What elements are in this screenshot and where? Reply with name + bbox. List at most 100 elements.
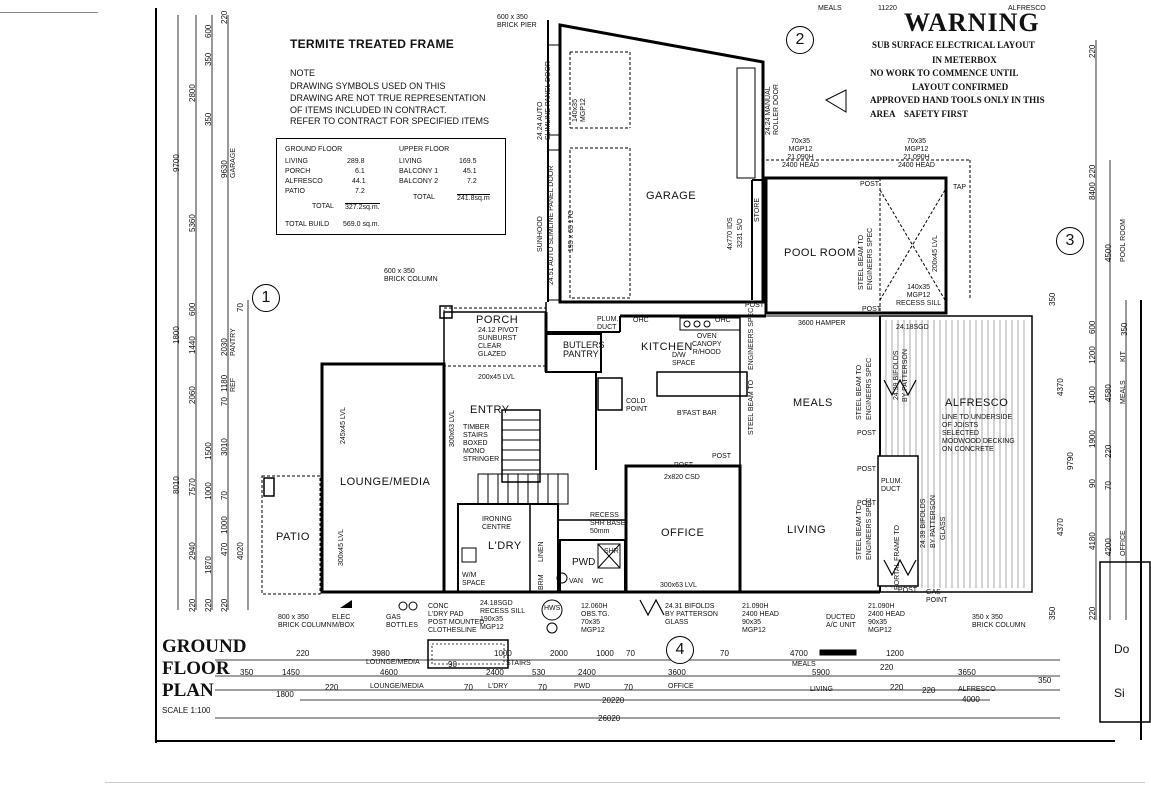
- dim-right-kit: KIT: [1120, 351, 1127, 362]
- dim-bottom-220-a: 220: [296, 649, 310, 658]
- dim-bottom-70-d: 70: [538, 683, 547, 692]
- warning-line-2: IN METERBOX: [932, 55, 997, 65]
- meals-steel-beam: STEEL BEAM TO: [856, 364, 863, 420]
- sunhood-label: SUNHOOD: [537, 216, 544, 252]
- upper-total-value: 241.8sq.m: [457, 194, 490, 202]
- plan-title-line-1: GROUND: [162, 636, 247, 657]
- dim-top-11220: 11220: [878, 5, 897, 12]
- vanity-label: VAN: [569, 578, 583, 585]
- upper-row-3-label: BALCONY 2: [399, 178, 439, 185]
- pool-steel-beam: STEEL BEAM TO: [858, 234, 865, 290]
- pool-steel-beam-spec: ENGINEERS SPEC: [867, 227, 874, 290]
- dim-right-4200: 4200: [1104, 538, 1113, 556]
- note-line-2: DRAWING ARE NOT TRUE REPRESENTATION: [290, 93, 486, 103]
- hws-label: HWS: [544, 605, 561, 612]
- warning-line-1: SUB SURFACE ELECTRICAL LAYOUT: [872, 40, 1035, 50]
- dim-bottom-4000: 4000: [962, 695, 980, 704]
- dim-bottom-meals: MEALS: [792, 661, 816, 668]
- ground-row-2-value: 6.1: [355, 168, 365, 175]
- dim-bottom-90: 90: [448, 660, 457, 669]
- sheet-border-right: [1140, 300, 1142, 740]
- dim-bottom-3980: 3980: [372, 649, 390, 658]
- dim-left-4020: 4020: [236, 542, 245, 560]
- bottom-obscure-glass: 12.060H OBS.TG. 70x35 MGP12: [581, 603, 610, 634]
- canopy-text: CANOPY: [692, 341, 722, 348]
- pivot-door-clear: CLEAR: [478, 343, 502, 350]
- dim-bottom-2400-b: 2400: [578, 668, 596, 677]
- dim-right-350-c: 350: [1120, 322, 1129, 336]
- dim-bottom-pwd: PWD: [574, 683, 591, 690]
- room-label-laundry: L'DRY: [488, 540, 522, 552]
- dim-right-4500: 4500: [1104, 244, 1113, 262]
- grid-marker-1: 1: [252, 284, 280, 312]
- brick-pier-text: BRICK PIER: [497, 22, 537, 29]
- timber-stairs-label: TIMBER STAIRS BOXED MONO STRINGER: [463, 424, 500, 463]
- dim-bottom-3650: 3650: [958, 668, 976, 677]
- room-label-living: LIVING: [787, 524, 827, 536]
- upper-row-1-value: 169.5: [459, 158, 477, 165]
- warning-line-3: NO WORK TO COMMENCE UNTIL: [870, 68, 1019, 78]
- dim-bottom-220-c: 220: [325, 683, 339, 692]
- post-label-2: POST: [745, 302, 765, 309]
- oven-label: OVEN CANOPY R/HOOD: [692, 333, 722, 357]
- dim-left-1180: 1180: [220, 374, 229, 392]
- kitchen-steel-beam-spec: ENGINEERS SPEC: [748, 307, 755, 370]
- alfresco-patterson-1: BY PATTERSON: [902, 349, 909, 402]
- dim-bottom-5900: 5900: [812, 668, 830, 677]
- dim-right-350-b: 350: [1048, 606, 1057, 620]
- pivot-door-sunburst: SUNBURST: [478, 335, 517, 342]
- dim-right-4180: 4180: [1088, 532, 1097, 550]
- wm-space-label: W/M SPACE: [462, 572, 486, 587]
- garage-door-label-1: 24.24 AUTO SLIMLINE PANEL DOOR: [537, 61, 552, 140]
- dim-right-90: 90: [1088, 479, 1097, 488]
- upper-total-label: TOTAL: [413, 194, 435, 201]
- room-label-lounge: LOUNGE/MEDIA: [340, 476, 431, 488]
- broom-label: BRM: [538, 574, 545, 590]
- brick-pier-size: 600 x 350: [497, 14, 528, 21]
- post-label-6: POST: [857, 430, 877, 437]
- dim-bottom-20220: 20220: [602, 696, 625, 705]
- bottom-sgd: 24.18SGD RECESS SILL 190x35 MGP12: [480, 600, 526, 631]
- dim-bottom-1000-b: 1000: [596, 649, 614, 658]
- dim-bottom-living: LIVING: [810, 686, 833, 693]
- dim-left-70-c: 70: [220, 491, 229, 500]
- dim-bottom-2000: 2000: [550, 649, 568, 658]
- dim-right-4370-b: 4370: [1056, 518, 1065, 536]
- recess-shower-label: RECESS SHR BASE 50mm: [590, 512, 626, 535]
- lintel-label-2: 70x35 MGP12 21.090H 2400 HEAD: [898, 138, 935, 170]
- dim-bottom-220-e: 220: [922, 686, 936, 695]
- dim-bottom-4600: 4600: [380, 668, 398, 677]
- dim-right-8400: 8400: [1088, 182, 1097, 200]
- dim-left-1440: 1440: [188, 336, 197, 354]
- room-label-garage: GARAGE: [646, 190, 697, 202]
- partial-title-do: Do: [1114, 642, 1130, 656]
- post-label-4: POST: [712, 453, 732, 460]
- dim-left-7570: 7570: [188, 478, 197, 496]
- dim-left-ref: REF: [230, 378, 237, 392]
- pool-lvl-label: 200x45 LVL: [932, 235, 939, 272]
- dim-top-meals: MEALS: [818, 5, 842, 12]
- dim-left-1000-a: 1000: [204, 482, 213, 500]
- dim-right-9790: 9790: [1066, 452, 1075, 470]
- dim-bottom-2400-a: 2400: [486, 668, 504, 677]
- post-label-8: POST: [857, 500, 877, 507]
- dim-left-2030: 2030: [220, 338, 229, 356]
- dim-left-220-b: 220: [204, 598, 213, 612]
- porch-brick-column-size: 600 x 350: [384, 268, 415, 275]
- dim-bottom-530: 530: [532, 668, 546, 677]
- pivot-door-glazed: GLAZED: [478, 351, 507, 358]
- dim-bottom-ldry: L'DRY: [488, 683, 508, 690]
- ids-so-label: 3231 S/O: [737, 218, 744, 248]
- ground-total-label: TOTAL: [312, 203, 334, 210]
- dim-right-4370-a: 4370: [1056, 378, 1065, 396]
- lintel-label-1: 70x35 MGP12 21.090H 2400 HEAD: [782, 138, 819, 170]
- pool-lintel-label: 140x35 MGP12 RECESS SILL: [896, 284, 941, 308]
- dim-bottom-4700: 4700: [790, 649, 808, 658]
- ground-row-3-value: 44.1: [352, 178, 366, 185]
- dim-right-70: 70: [1104, 481, 1113, 490]
- dim-bottom-1800: 1800: [276, 690, 294, 699]
- lintel-2-head-b: 2400 HEAD: [898, 162, 935, 169]
- post-label-9: POST: [898, 587, 918, 594]
- footer-rule: [105, 782, 1145, 783]
- post-label-7: POST: [857, 466, 877, 473]
